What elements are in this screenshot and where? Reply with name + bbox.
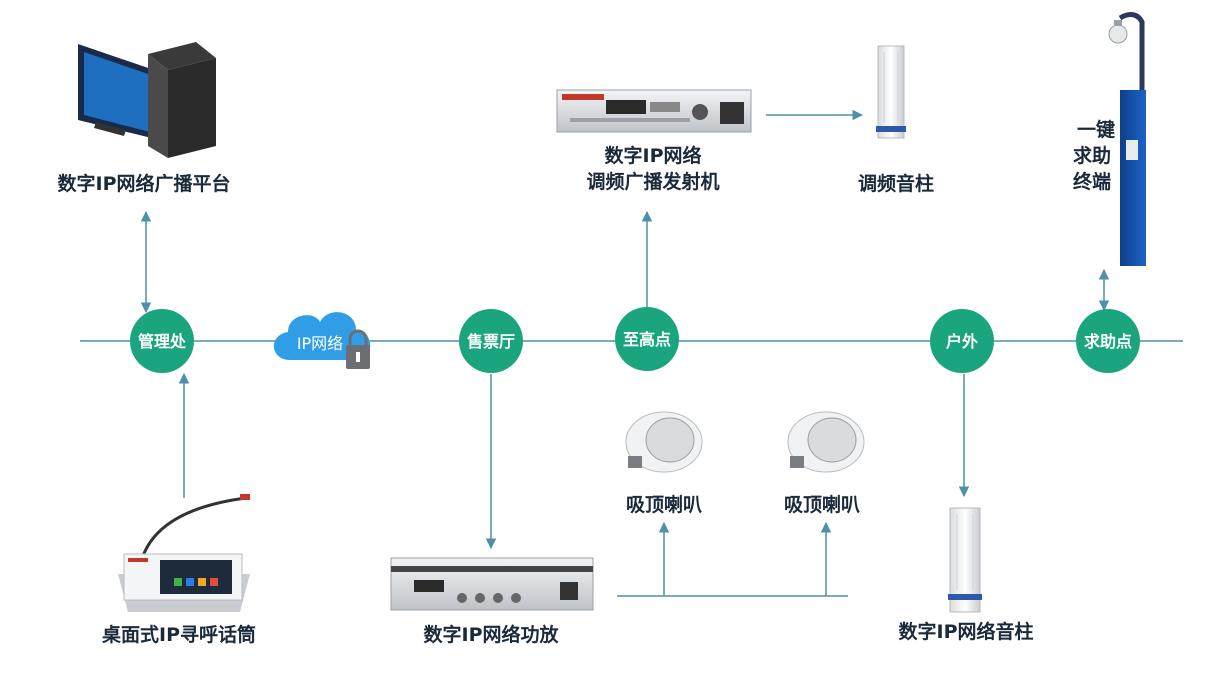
column-speaker-icon: [876, 45, 906, 139]
ceiling-speaker-icon: [787, 411, 865, 473]
help-terminal-label-line2: 求助: [1073, 144, 1111, 167]
help-terminal-label-line3: 终端: [1073, 170, 1111, 193]
computer-icon: [78, 42, 216, 158]
node-management-label: 管理处: [138, 332, 187, 351]
fm-column-label: 调频音柱: [858, 172, 934, 195]
rack-transmitter-icon: [556, 89, 752, 133]
ip-column-label: 数字IP网络音柱: [899, 620, 1034, 643]
amplifier-icon: [390, 557, 594, 611]
node-ticket-hall-label: 售票厅: [467, 332, 515, 351]
ceiling-speaker-1-label: 吸顶喇叭: [626, 494, 702, 516]
paging-mic-label: 桌面式IP寻呼话筒: [102, 623, 256, 646]
ceiling-speaker-icon: [625, 411, 703, 473]
column-speaker-icon: [948, 507, 982, 613]
node-outdoor-label: 户外: [946, 332, 978, 351]
help-terminal-label-line1: 一键: [1077, 118, 1115, 141]
node-high-point-label: 至高点: [623, 330, 671, 349]
lock-icon: [346, 329, 370, 369]
microphone-console-icon: [118, 494, 250, 612]
platform-label: 数字IP网络广播平台: [58, 172, 231, 195]
node-help-point-label: 求助点: [1084, 332, 1132, 351]
node-ticket-hall: 售票厅: [459, 309, 523, 373]
amplifier-label: 数字IP网络功放: [424, 623, 560, 646]
fm-transmitter-label-line1: 数字IP网络: [605, 144, 702, 167]
node-outdoor: 户外: [930, 309, 994, 373]
cloud-label: IP网络: [297, 334, 343, 353]
ceiling-speaker-2-label: 吸顶喇叭: [784, 494, 860, 516]
fm-transmitter-label-line2: 调频广播发射机: [586, 170, 719, 193]
node-high-point: 至高点: [615, 307, 679, 371]
node-management: 管理处: [130, 309, 194, 373]
node-help-point: 求助点: [1076, 309, 1140, 373]
help-pole-icon: [1108, 12, 1146, 266]
